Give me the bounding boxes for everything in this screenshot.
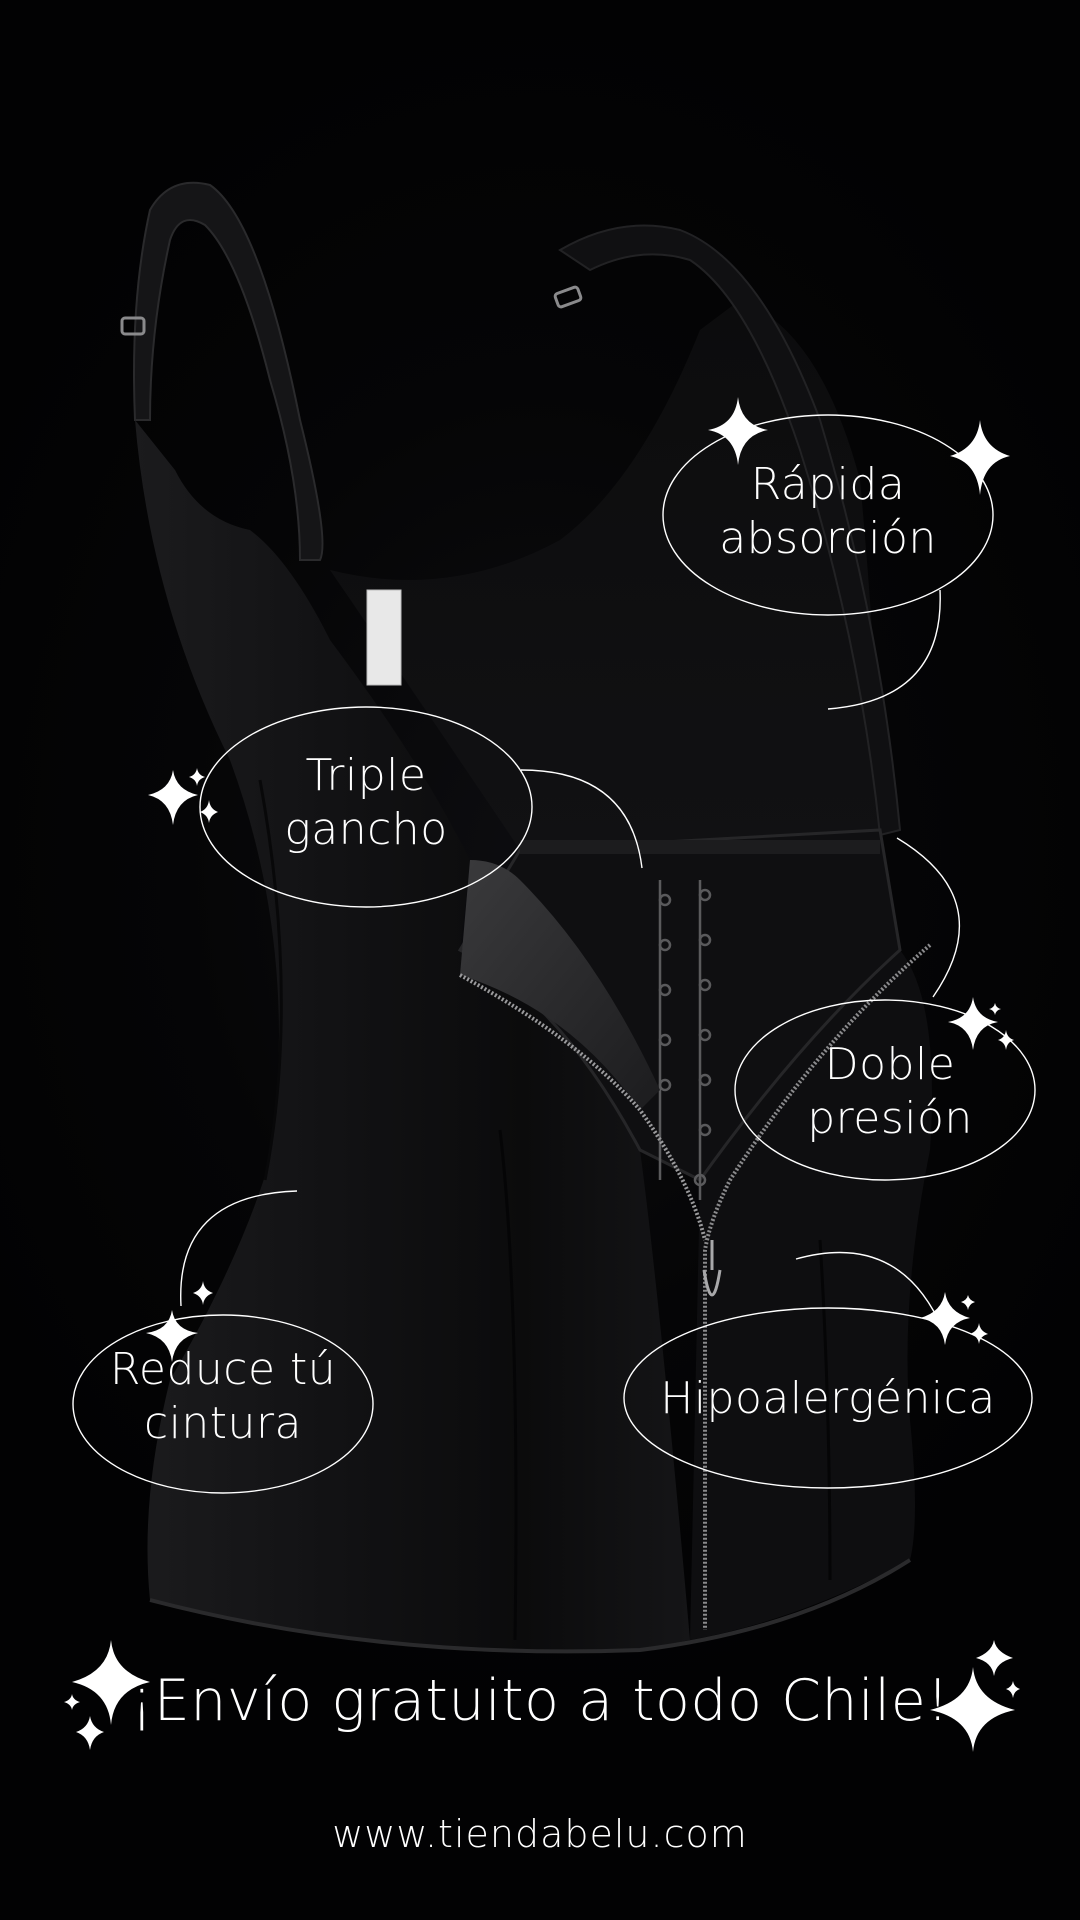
leader-doble — [896, 837, 961, 998]
sparkles — [64, 397, 1020, 1752]
sparkle-icon — [72, 1640, 150, 1725]
feature-label-rapida-absorcion: Rápida absorción — [678, 458, 978, 565]
vest-hem — [149, 1558, 912, 1654]
sparkle-icon — [948, 997, 998, 1050]
feature-line: absorción — [719, 512, 937, 564]
feature-label-hipoalergenica: Hipoalergénica — [628, 1372, 1028, 1426]
sparkle-icon — [146, 1310, 198, 1362]
feature-line: Triple — [305, 750, 427, 801]
right-strap — [558, 224, 902, 837]
free-shipping-banner: ¡Envío gratuito a todo Chile! — [130, 1668, 950, 1734]
sparkle-icon — [930, 1667, 1015, 1752]
feature-line: Reduce tú — [109, 1344, 337, 1395]
leader-triple — [520, 769, 643, 869]
sparkle-icon — [970, 1323, 988, 1344]
leader-hipo — [795, 1251, 944, 1331]
feature-line: presión — [807, 1092, 973, 1144]
website-url[interactable]: www.tiendabelu.com — [332, 1812, 748, 1856]
feature-line: cintura — [144, 1397, 302, 1449]
zipper-left — [459, 973, 707, 1241]
feature-line: Rápida — [750, 459, 906, 510]
ellipse-doble — [734, 999, 1036, 1181]
sparkle-icon — [200, 800, 218, 823]
sparkle-icon — [148, 770, 198, 825]
corset-waistband — [520, 840, 880, 854]
sparkle-icon — [961, 1295, 975, 1310]
ellipse-triple — [199, 706, 533, 908]
sparkle-icon — [950, 420, 1010, 495]
strap-buckle-right — [553, 285, 583, 309]
strap-buckle-left — [120, 316, 146, 336]
care-label — [366, 589, 402, 686]
hook-strip — [658, 880, 712, 1200]
ellipse-rapida — [662, 414, 994, 616]
open-flap — [460, 860, 660, 1110]
feature-line: Hipoalergénica — [660, 1373, 996, 1424]
feature-label-doble-presion: Doble presión — [740, 1038, 1040, 1145]
leader-reduce — [180, 1190, 298, 1307]
sparkle-icon — [708, 397, 768, 465]
sparkle-icon — [989, 1003, 1001, 1015]
feature-label-reduce-cintura: Reduce tú cintura — [73, 1343, 373, 1450]
sparkle-icon — [1006, 1681, 1020, 1698]
left-strap — [133, 181, 324, 561]
sparkle-icon — [64, 1694, 80, 1710]
zipper-pull — [702, 1240, 722, 1297]
sparkle-icon — [920, 1292, 970, 1345]
vest-front-right — [690, 950, 932, 1640]
feature-line: Doble — [824, 1039, 956, 1090]
feature-label-triple-gancho: Triple gancho — [216, 749, 516, 856]
sparkle-icon — [998, 1030, 1014, 1050]
leader-rapida — [827, 589, 941, 710]
sparkle-icon — [76, 1716, 104, 1750]
ellipse-hipo — [623, 1307, 1033, 1489]
vest-front-left — [135, 420, 690, 1652]
ellipse-reduce — [72, 1314, 374, 1494]
feature-line: gancho — [284, 803, 448, 855]
sparkle-icon — [193, 1281, 213, 1305]
sparkle-icon — [189, 768, 205, 786]
sparkle-icon — [976, 1640, 1013, 1676]
callout-outlines — [72, 414, 1036, 1494]
